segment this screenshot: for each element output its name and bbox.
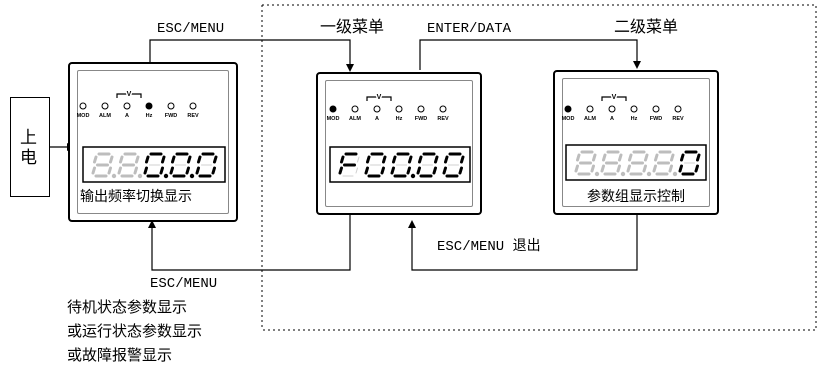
led-indicator-hz (145, 102, 153, 110)
led-label-fwd: FWD (165, 113, 178, 119)
segment-digit (364, 152, 387, 178)
led-indicator-rev (189, 102, 197, 110)
led-indicator-alm (101, 102, 109, 110)
decimal-point (137, 173, 143, 179)
led-label-fwd: FWD (415, 116, 428, 122)
status-desc-line3: 或故障报警显示 (67, 346, 173, 364)
led-label-alm: ALM (584, 116, 596, 122)
led-label-hz: Hz (146, 113, 153, 119)
v-label: V (127, 91, 132, 98)
v-bracket (366, 96, 392, 101)
led-indicator-rev (674, 105, 682, 113)
decimal-point (189, 173, 195, 179)
segment-digit (143, 152, 166, 178)
led-label-a: A (610, 116, 614, 122)
segment-digit (574, 150, 597, 176)
segment-digit (442, 152, 465, 178)
segment-digit (169, 152, 192, 178)
led-indicator-hz (395, 105, 403, 113)
led-label-hz: Hz (396, 116, 403, 122)
keypad-panel-output-frequency (68, 62, 238, 222)
panel3-caption: 参数组显示控制 (587, 189, 685, 205)
enter-data-label: ENTER/DATA (427, 21, 512, 37)
led-indicator-mod (564, 105, 572, 113)
led-indicator-fwd (652, 105, 660, 113)
led-label-rev: REV (437, 116, 449, 122)
led-indicator-hz (630, 105, 638, 113)
decimal-point (620, 171, 626, 177)
led-label-rev: REV (187, 113, 199, 119)
led-label-rev: REV (672, 116, 684, 122)
decimal-point (111, 173, 117, 179)
status-desc-line2: 或运行状态参数显示 (67, 322, 203, 340)
led-indicator-a (608, 105, 616, 113)
led-indicator-a (123, 102, 131, 110)
led-label-a: A (125, 113, 129, 119)
led-label-mod: MOD (77, 113, 90, 119)
decimal-point (672, 171, 678, 177)
led-label-alm: ALM (349, 116, 361, 122)
led-indicator-mod (329, 105, 337, 113)
segment-digit (91, 152, 114, 178)
led-indicator-fwd (167, 102, 175, 110)
power-on-box (10, 97, 50, 197)
segment-digit (652, 150, 675, 176)
keypad-panel-level1-menu (316, 72, 482, 215)
led-label-alm: ALM (99, 113, 111, 119)
decimal-point (163, 173, 169, 179)
led-label-hz: Hz (631, 116, 638, 122)
led-indicator-a (373, 105, 381, 113)
decimal-point (410, 173, 416, 179)
status-desc-line1: 待机状态参数显示 (67, 298, 188, 316)
v-label: V (377, 94, 382, 101)
esc-menu-top-label: ESC/MENU (157, 21, 225, 37)
segment-digit (626, 150, 649, 176)
panel1-caption: 输出频率切换显示 (80, 189, 192, 205)
led-indicator-alm (351, 105, 359, 113)
esc-menu-bottom-label: ESC/MENU (150, 276, 218, 292)
led-indicator-mod (79, 102, 87, 110)
led-label-fwd: FWD (650, 116, 663, 122)
led-indicator-rev (439, 105, 447, 113)
segment-digit (117, 152, 140, 178)
menu-region-border (262, 4, 817, 331)
decimal-point (646, 171, 652, 177)
level2-menu-label: 二级菜单 (614, 17, 679, 36)
led-label-mod: MOD (562, 116, 575, 122)
decimal-point (594, 171, 600, 177)
v-bracket (601, 96, 627, 101)
led-label-a: A (375, 116, 379, 122)
segment-digit (600, 150, 623, 176)
segment-digit (195, 152, 218, 178)
esc-menu-exit-label: ESC/MENU 退出 (437, 239, 541, 255)
segment-digit (390, 152, 413, 178)
segment-digit (338, 152, 360, 177)
segment-digit (678, 150, 701, 176)
keypad-panel-level2-menu (553, 70, 719, 215)
led-indicator-fwd (417, 105, 425, 113)
led-indicator-alm (586, 105, 594, 113)
segment-digit (416, 152, 439, 178)
led-label-mod: MOD (327, 116, 340, 122)
v-bracket (116, 93, 142, 98)
power-on-label: 上电 (20, 128, 37, 168)
level1-menu-label: 一级菜单 (320, 17, 385, 36)
v-label: V (612, 94, 617, 101)
